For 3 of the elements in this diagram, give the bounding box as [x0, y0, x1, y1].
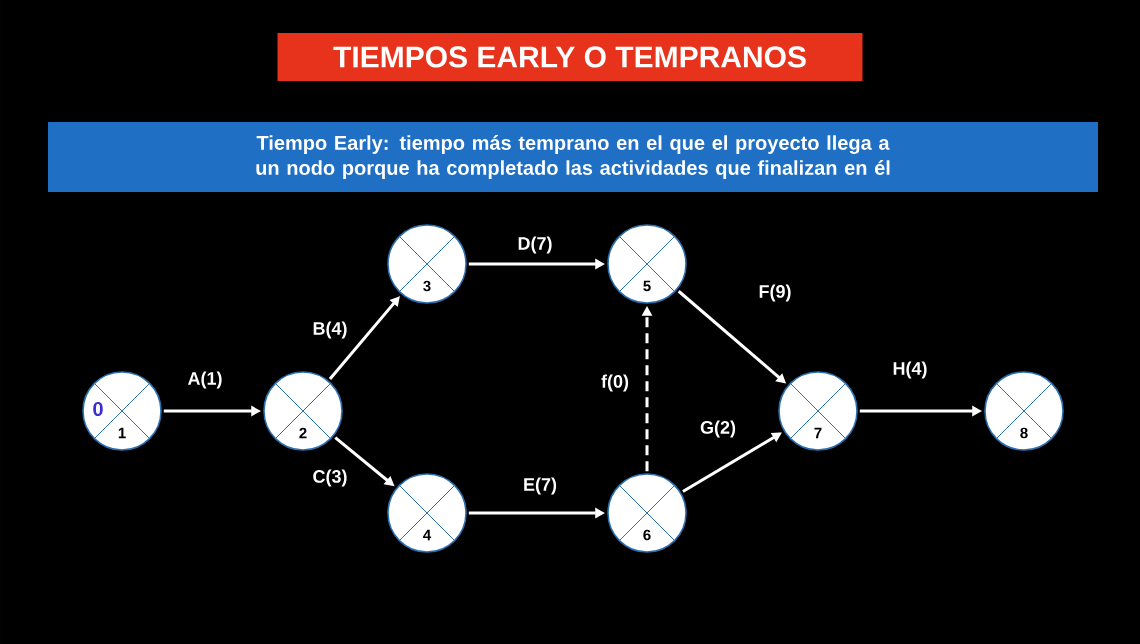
- definition-box: Tiempo Early: tiempo más temprano en el que el proyecto llega a un nodo porque ha completado las actividades que finalizan en él: [48, 122, 1098, 192]
- title-banner: TIEMPOS EARLY O TEMPRANOS: [277, 33, 863, 81]
- arrow: [328, 296, 400, 380]
